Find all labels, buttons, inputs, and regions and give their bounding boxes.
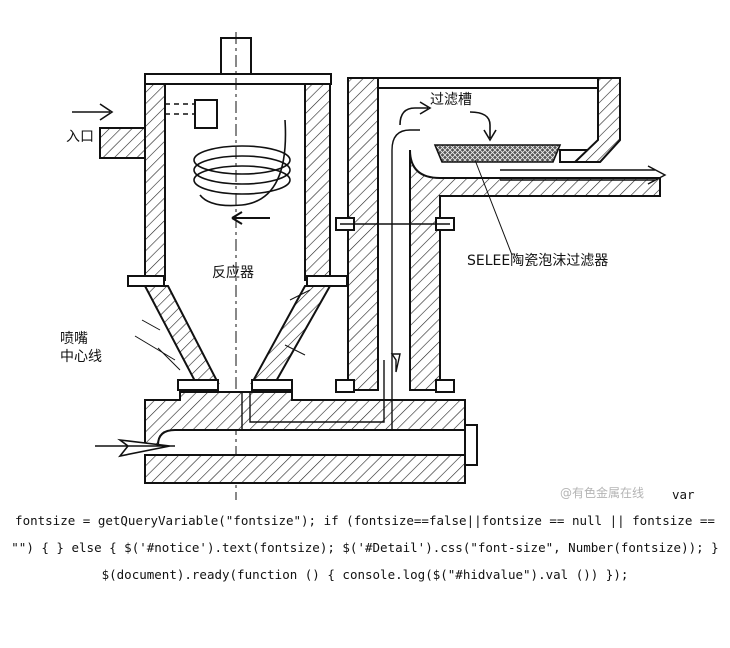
inlet-box (194, 99, 218, 129)
label-inlet: 入口 (66, 129, 94, 145)
riser-flange-lower-left (335, 379, 355, 393)
swirl-flow (193, 119, 291, 207)
label-nozzle-1: 喷嘴 (60, 331, 88, 347)
reactor-cap (144, 73, 332, 85)
ceramic-foam-filter (433, 144, 562, 163)
inlet-flow-lines (165, 103, 195, 115)
flange-left-upper (127, 275, 165, 287)
nozzle-centerline-marks (141, 289, 311, 371)
riser-flange-lower-right (435, 379, 455, 393)
inlet-arrow (72, 103, 114, 121)
riser-flow-line (391, 129, 420, 360)
base-end-cap (464, 424, 478, 466)
riser-right-wall (409, 149, 661, 391)
label-filter-tank: 过滤槽 (430, 92, 472, 108)
bottom-inlet-arrow (95, 438, 175, 458)
watermark: @有色金属在线 (560, 485, 644, 500)
reactor-left-wall (144, 83, 166, 281)
code-snippet-text: fontsize = getQueryVariable("fontsize");… (11, 513, 719, 582)
flange-right-upper (306, 275, 348, 287)
u-flow-path-inner (249, 360, 385, 423)
outlet-arrow (500, 165, 667, 185)
riser-up-arrow (390, 353, 401, 373)
nozzle-leader (134, 335, 176, 361)
selee-filter-apparatus-diagram: 入口 过滤槽 反应器 SELEE陶瓷泡沫过滤器 喷嘴 中心线 @有色金属在线 (60, 32, 667, 500)
swirl-arrow (231, 211, 270, 225)
label-nozzle-2: 中心线 (60, 349, 102, 365)
label-selee-filter: SELEE陶瓷泡沫过滤器 (467, 253, 608, 269)
filter-tank-right-wall (572, 77, 621, 163)
label-reactor: 反应器 (212, 264, 254, 281)
cone-right-wall (250, 285, 332, 384)
code-var-token: var (672, 487, 695, 502)
inlet-wall (99, 127, 146, 159)
base-top-wall (144, 391, 466, 446)
reactor-right-wall (304, 83, 331, 281)
flange-right-lower (251, 379, 293, 391)
cone-left-wall (143, 285, 220, 384)
riser-left-wall (347, 77, 379, 391)
base-bottom-wall (144, 454, 466, 484)
tank-inflow-arrow (399, 101, 432, 126)
tank-down-arrow (469, 111, 497, 142)
u-flow-path (241, 360, 393, 431)
flange-left-lower (177, 379, 219, 391)
selee-leader (474, 159, 513, 256)
